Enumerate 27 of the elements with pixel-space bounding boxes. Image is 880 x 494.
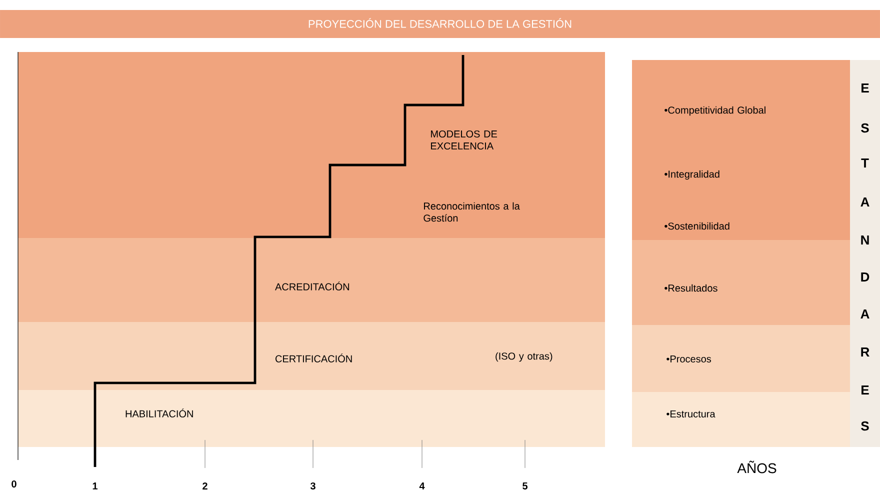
axis-tick-label: 0: [12, 480, 16, 488]
band-label: HABILITACIÓN: [126, 408, 193, 418]
band-label: ACREDITACIÓN: [275, 282, 350, 290]
axis-tick-label: 3: [310, 482, 316, 490]
vertical-letter: E: [862, 386, 869, 394]
band-label: CERTIFICACIÓN: [276, 354, 352, 362]
vertical-letter: S: [861, 421, 869, 431]
axis-title: AÑOS: [737, 460, 776, 474]
axis-tick-label: 5: [522, 482, 528, 490]
band-label: •Procesos: [666, 356, 712, 362]
band-label: •Integralidad: [664, 170, 720, 180]
band-label: Reconocimientos a la Gestíon: [424, 202, 520, 222]
vertical-letter: D: [861, 272, 870, 282]
band-label: MODELOS DE EXCELENCIA: [431, 130, 497, 150]
vertical-letter: A: [860, 198, 870, 206]
band-label: •Sostenibilidad: [664, 222, 730, 230]
band-label: •Resultados: [664, 284, 718, 292]
band-label: •Competitividad Global: [664, 106, 766, 116]
axis-tick-label: 4: [419, 482, 425, 490]
title-band: PROYECCIÓN DEL DESARROLLO DE LA GESTIÓN: [0, 10, 880, 38]
vertical-letter: N: [861, 236, 869, 244]
vertical-letter: R: [861, 348, 870, 356]
axis-tick-label: 1: [92, 482, 98, 490]
band-label: (ISO y otras): [496, 352, 552, 362]
vertical-letter: A: [860, 310, 870, 318]
band-label: •Estructura: [666, 410, 716, 418]
axis-tick-label: 2: [202, 482, 208, 490]
